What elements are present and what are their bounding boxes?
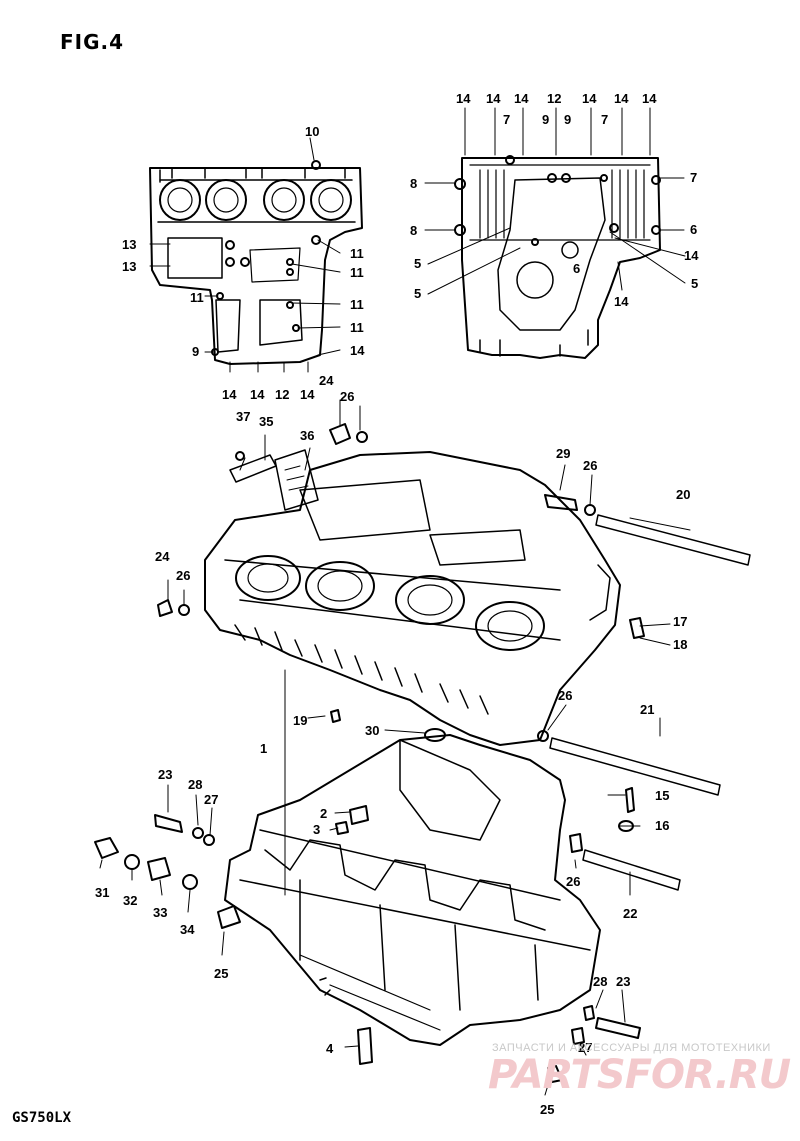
callout-label: 4 [326, 1041, 334, 1056]
callout-label: 26 [340, 389, 354, 404]
callout-label: 12 [547, 91, 561, 106]
callout-label: 28 [188, 777, 202, 792]
callout-label: 12 [275, 387, 289, 402]
callout-label: 5 [414, 286, 421, 301]
callout-label: 33 [153, 905, 167, 920]
callout-label: 18 [673, 637, 687, 652]
callout-label: 14 [642, 91, 657, 106]
callout-label: 14 [614, 91, 629, 106]
callout-label: 6 [690, 222, 697, 237]
callout-label: 3 [313, 822, 320, 837]
callout-label: 2 [320, 806, 327, 821]
upper-crankcase-bottom-view [424, 107, 686, 359]
callout-label: 17 [673, 614, 687, 629]
callout-label: 10 [305, 124, 319, 139]
callout-labels: 10 13 13 11 11 11 11 11 9 14 14 14 12 14… [95, 91, 699, 1117]
callout-label: 25 [540, 1102, 554, 1117]
callout-label: 9 [542, 112, 549, 127]
upper-crankcase-main-view [157, 423, 751, 896]
callout-label: 5 [414, 256, 421, 271]
callout-label: 35 [259, 414, 273, 429]
callout-label: 36 [300, 428, 314, 443]
watermark-tagline: ЗАПЧАСТИ И АКСЕССУАРЫ ДЛЯ МОТОТЕХНИКИ [492, 1042, 771, 1054]
callout-label: 14 [300, 387, 315, 402]
callout-label: 7 [601, 112, 608, 127]
callout-label: 14 [250, 387, 265, 402]
callout-label: 26 [558, 688, 572, 703]
callout-label: 24 [319, 373, 334, 388]
callout-label: 9 [192, 344, 199, 359]
callout-label: 7 [503, 112, 510, 127]
callout-label: 11 [350, 265, 364, 280]
callout-label: 9 [564, 112, 571, 127]
callout-label: 34 [180, 922, 195, 937]
callout-label: 11 [190, 290, 204, 305]
callout-label: 14 [222, 387, 237, 402]
callout-label: 14 [614, 294, 629, 309]
callout-label: 14 [684, 248, 699, 263]
callout-label: 8 [410, 223, 417, 238]
watermark-brand: PARTSFOR.RU [488, 1052, 791, 1098]
figure-title: FIG.4 [60, 30, 125, 54]
callout-label: 13 [122, 259, 136, 274]
callout-label: 13 [122, 237, 136, 252]
callout-label: 14 [486, 91, 501, 106]
callout-label: 26 [566, 874, 580, 889]
callout-label: 20 [676, 487, 690, 502]
callout-label: 25 [214, 966, 228, 981]
callout-label: 30 [365, 723, 379, 738]
callout-label: 26 [583, 458, 597, 473]
callout-label: 24 [155, 549, 170, 564]
callout-label: 14 [350, 343, 365, 358]
callout-label: 27 [578, 1040, 592, 1055]
callout-label: 5 [691, 276, 698, 291]
callout-label: 7 [690, 170, 697, 185]
callout-label: 1 [260, 741, 267, 756]
callout-label: 22 [623, 906, 637, 921]
callout-label: 11 [350, 297, 364, 312]
model-label: GS750LX [12, 1110, 72, 1126]
callout-label: 29 [556, 446, 570, 461]
callout-label: 26 [176, 568, 190, 583]
callout-label: 8 [410, 176, 417, 191]
callout-label: 21 [640, 702, 654, 717]
callout-label: 11 [350, 320, 364, 335]
callout-label: 28 [593, 974, 607, 989]
callout-label: 15 [655, 788, 669, 803]
callout-label: 37 [236, 409, 250, 424]
upper-crankcase-top-view [149, 137, 363, 373]
callout-label: 23 [158, 767, 172, 782]
callout-label: 19 [293, 713, 307, 728]
callout-label: 23 [616, 974, 630, 989]
callout-label: 31 [95, 885, 109, 900]
callout-label: 14 [456, 91, 471, 106]
callout-label: 14 [582, 91, 597, 106]
lower-crankcase-main-view [94, 399, 691, 1096]
callout-label: 27 [204, 792, 218, 807]
callout-label: 16 [655, 818, 669, 833]
callout-label: 14 [514, 91, 529, 106]
callout-label: 6 [573, 261, 580, 276]
callout-label: 32 [123, 893, 137, 908]
callout-label: 11 [350, 246, 364, 261]
